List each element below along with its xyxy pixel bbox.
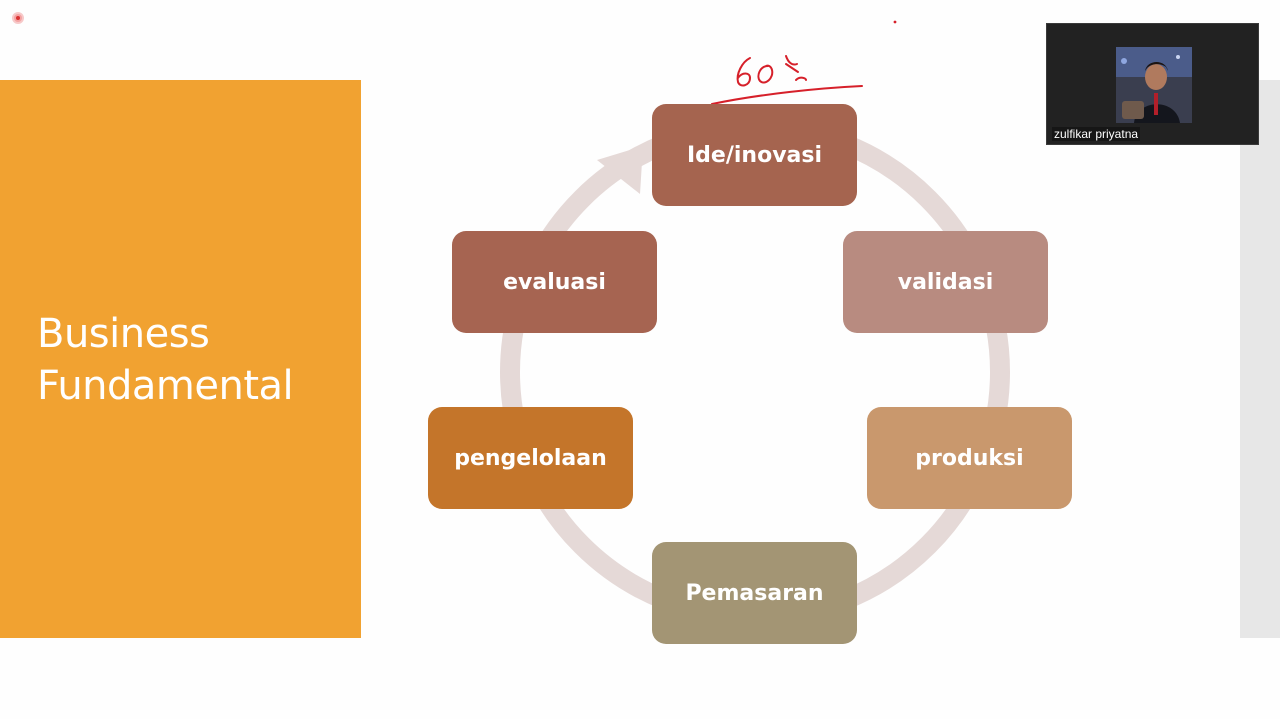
cycle-node-pengelolaan: pengelolaan [428, 407, 633, 509]
participant-video-feed [1116, 47, 1192, 123]
cycle-node-label: pengelolaan [454, 445, 607, 471]
slide-title-line-2: Fundamental [37, 363, 294, 409]
annotation-dot [893, 20, 897, 24]
participant-avatar-icon [1116, 47, 1192, 123]
participant-name-label: zulfikar priyatna [1052, 127, 1141, 141]
cycle-node-label: evaluasi [503, 269, 606, 295]
cycle-node-label: produksi [915, 445, 1024, 471]
cycle-node-label: Pemasaran [685, 580, 824, 606]
cycle-arrowhead [597, 146, 643, 194]
annotation-percent-slash [785, 63, 799, 73]
participant-video-tile[interactable]: zulfikar priyatna [1046, 23, 1259, 145]
cycle-node-label: validasi [897, 269, 994, 295]
slide-edge-strip [1240, 80, 1280, 638]
annotation-underline [711, 85, 863, 105]
record-icon[interactable] [12, 12, 24, 24]
cycle-node-produksi: produksi [867, 407, 1072, 509]
annotation-digit-6 [736, 57, 752, 87]
cycle-node-pemasaran: Pemasaran [652, 542, 857, 644]
annotation-percent-stroke-2 [795, 76, 807, 81]
annotation-digit-0 [757, 64, 774, 84]
title-panel [0, 80, 361, 638]
cycle-node-ide-inovasi: Ide/inovasi [652, 104, 857, 206]
cycle-node-evaluasi: evaluasi [452, 231, 657, 333]
pen-annotation [711, 55, 863, 105]
cycle-node-validasi: validasi [843, 231, 1048, 333]
slide-title-line-1: Business [37, 311, 210, 357]
cycle-node-label: Ide/inovasi [686, 142, 823, 168]
annotation-percent-stroke [785, 55, 798, 66]
slide-title: Business Fundamental [37, 308, 347, 412]
